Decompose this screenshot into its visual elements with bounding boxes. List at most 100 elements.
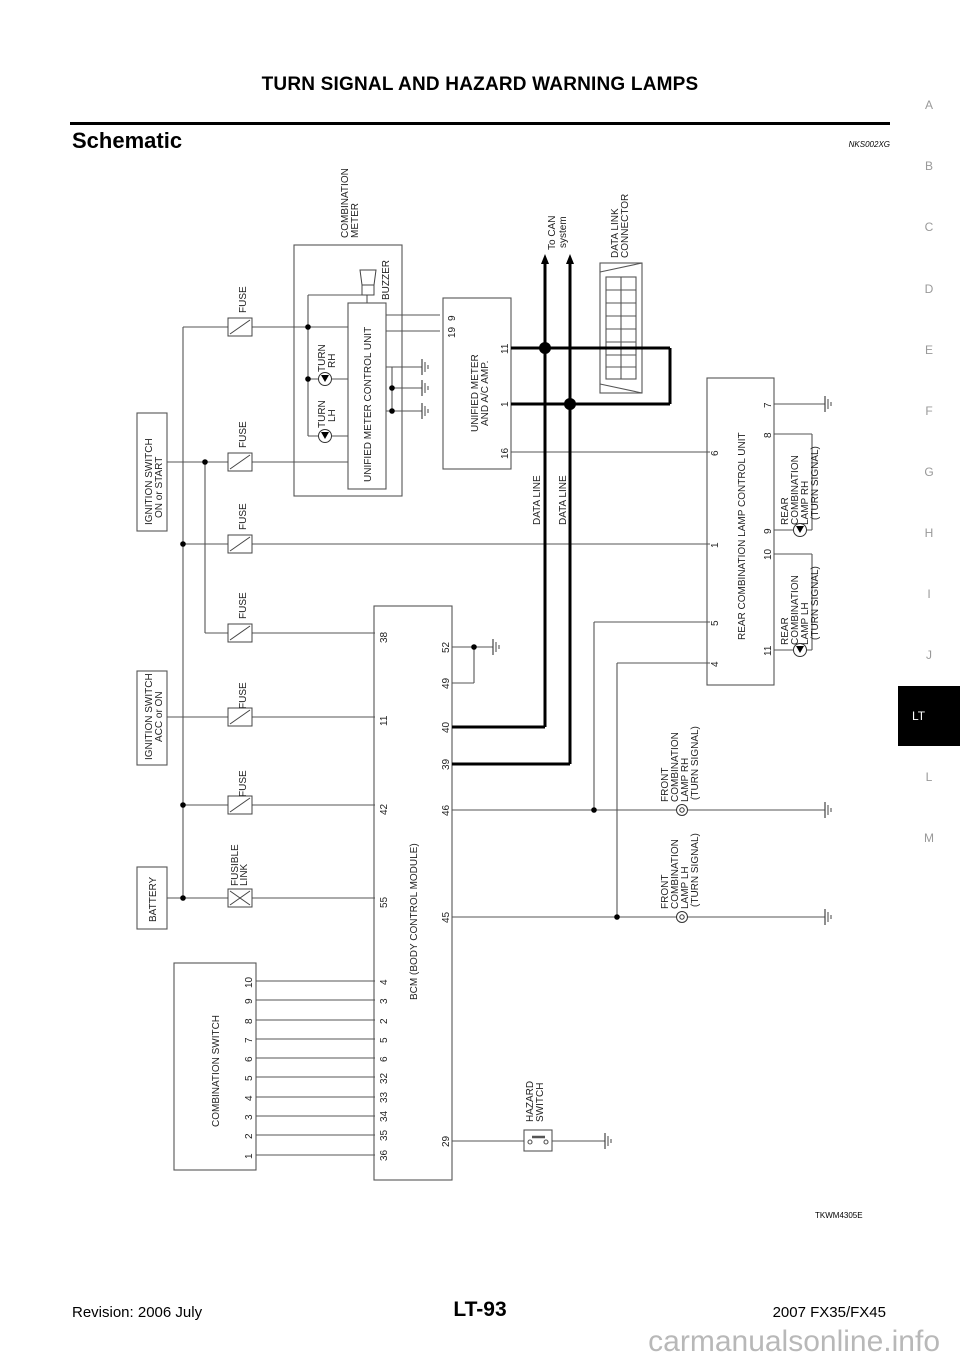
side-tab-e[interactable]: E — [924, 343, 933, 357]
pin-label: 2 — [379, 1018, 390, 1024]
pin-label: 10 — [763, 548, 774, 560]
rear-lamp-lh-label: LAMP LH — [800, 602, 811, 645]
side-tab-f[interactable]: F — [925, 404, 933, 418]
front-lamp-rh-label: COMBINATION — [670, 732, 681, 802]
fuse-labels: FUSE FUSE FUSE FUSE FUSE FUSE FUSIBLE LI… — [230, 286, 250, 886]
pin-label: 3 — [379, 998, 390, 1004]
to-can-label-1: To CAN — [547, 216, 558, 250]
pin-label: 8 — [763, 432, 774, 438]
combination-switch-labels: COMBINATION SWITCH 1 2 3 4 5 6 7 8 9 10 — [211, 976, 255, 1159]
unified-meter-amp-title-2: AND A/C AMP. — [480, 361, 491, 426]
pin-label: 45 — [441, 911, 452, 923]
combination-meter-title-2: METER — [350, 203, 361, 238]
side-tab-a[interactable]: A — [924, 98, 933, 112]
front-lamp-lh-label: FRONT — [660, 875, 671, 909]
unified-meter-control-unit-label: UNIFIED METER CONTROL UNIT — [363, 327, 374, 482]
pin-label: 5 — [710, 620, 721, 626]
can-data-lines — [452, 262, 672, 766]
pin-label: 11 — [763, 645, 774, 656]
side-tab-i[interactable]: I — [927, 587, 931, 601]
fusible-link-icon — [227, 888, 253, 908]
pin-label: 32 — [379, 1072, 390, 1084]
ign-on-label-1: IGNITION SWITCH — [144, 438, 155, 525]
fuse-icon — [227, 707, 253, 727]
pin-label: 4 — [244, 1095, 255, 1101]
ground-icon — [421, 358, 429, 376]
footer-revision: Revision: 2006 July — [72, 1304, 203, 1321]
rear-lamp-rh-label: (TURN SIGNAL) — [810, 446, 821, 520]
fuse-icon — [227, 317, 253, 337]
bcm-title: BCM (BODY CONTROL MODULE) — [409, 843, 420, 1000]
footer-page-number: LT-93 — [453, 1298, 507, 1321]
pin-label: 9 — [763, 528, 774, 534]
data-line-label: DATA LINE — [532, 475, 543, 525]
pin-label: 49 — [441, 677, 452, 689]
side-tab-l[interactable]: L — [925, 770, 933, 784]
ignition-switch-acc-box — [136, 670, 168, 766]
ign-acc-label-1: IGNITION SWITCH — [144, 673, 155, 760]
pin-label: 1 — [710, 542, 721, 548]
pin-label: 2 — [244, 1133, 255, 1139]
pin-label: 10 — [244, 976, 255, 988]
footer-model: 2007 FX35/FX45 — [772, 1304, 886, 1321]
fuse-icon — [227, 623, 253, 643]
ign-on-label-2: ON or START — [154, 457, 165, 518]
section-title: Schematic — [72, 128, 183, 153]
fuse-label: FUSE — [238, 421, 249, 448]
ground-icon — [492, 638, 500, 656]
figure-code: TKWM4305E — [815, 1211, 863, 1220]
ground-icon — [824, 908, 832, 926]
pin-label: 46 — [441, 804, 452, 816]
side-tab-j[interactable]: J — [926, 648, 932, 662]
pin-label: 9 — [244, 998, 255, 1004]
watermark: carmanualsonline.info — [648, 1325, 940, 1358]
pin-label: 55 — [379, 896, 390, 908]
pin-label: 11 — [500, 343, 511, 354]
side-tab-g[interactable]: G — [924, 465, 934, 479]
pin-label: 19 — [447, 326, 458, 338]
pin-label: 40 — [441, 721, 452, 733]
side-tab-d[interactable]: D — [924, 282, 934, 296]
rear-control-unit-title: REAR COMBINATION LAMP CONTROL UNIT — [737, 432, 748, 640]
side-tab-lt[interactable]: LT — [898, 686, 960, 746]
pin-label: 42 — [379, 803, 390, 815]
buzzer-icon — [359, 269, 377, 296]
unified-meter-amp-title-1: UNIFIED METER — [470, 354, 481, 432]
ign-acc-label-2: ACC or ON — [154, 691, 165, 742]
side-tab-h[interactable]: H — [924, 526, 934, 540]
page-header-title: TURN SIGNAL AND HAZARD WARNING LAMPS — [261, 74, 699, 95]
hazard-switch-label: SWITCH — [535, 1083, 546, 1122]
side-tab-c[interactable]: C — [924, 220, 934, 234]
turn-lh-lamp-icon — [318, 429, 332, 443]
front-lamp-rh-label: (TURN SIGNAL) — [690, 726, 701, 800]
pin-label: 7 — [244, 1037, 255, 1043]
pin-label: 6 — [244, 1056, 255, 1062]
to-can-label-2: system — [558, 216, 569, 248]
ground-icon — [604, 1132, 612, 1150]
front-lamp-rh-label: LAMP RH — [680, 758, 691, 802]
rear-lamp-lh-label: (TURN SIGNAL) — [810, 566, 821, 640]
fuse-label: FUSE — [238, 592, 249, 619]
section-code: NKS002XG — [848, 140, 890, 149]
fuse-label: FUSE — [238, 770, 249, 797]
front-lamp-lh-label: COMBINATION — [670, 839, 681, 909]
side-tab-m[interactable]: M — [924, 831, 934, 845]
turn-rh-lamp-icon — [318, 372, 332, 386]
pin-label: 4 — [379, 979, 390, 985]
turn-lh-label-2: LH — [327, 409, 338, 422]
turn-rh-label-1: TURN — [317, 344, 328, 372]
header-rule — [70, 122, 890, 125]
pin-label: 29 — [441, 1135, 452, 1147]
pin-label: 1 — [244, 1153, 255, 1159]
bcm-labels: BCM (BODY CONTROL MODULE) 38 11 42 55 4 … — [379, 631, 452, 1161]
pin-label: 52 — [441, 641, 452, 653]
ground-icon — [421, 379, 429, 397]
pin-label: 16 — [500, 447, 511, 459]
side-tab-b[interactable]: B — [924, 159, 933, 173]
data-link-connector-label-1: DATA LINK — [610, 208, 621, 258]
pin-label: 9 — [447, 315, 458, 321]
pin-label: 5 — [244, 1075, 255, 1081]
fuse-label: FUSE — [238, 682, 249, 709]
rear-lamp-lh-label: REAR — [780, 617, 791, 645]
